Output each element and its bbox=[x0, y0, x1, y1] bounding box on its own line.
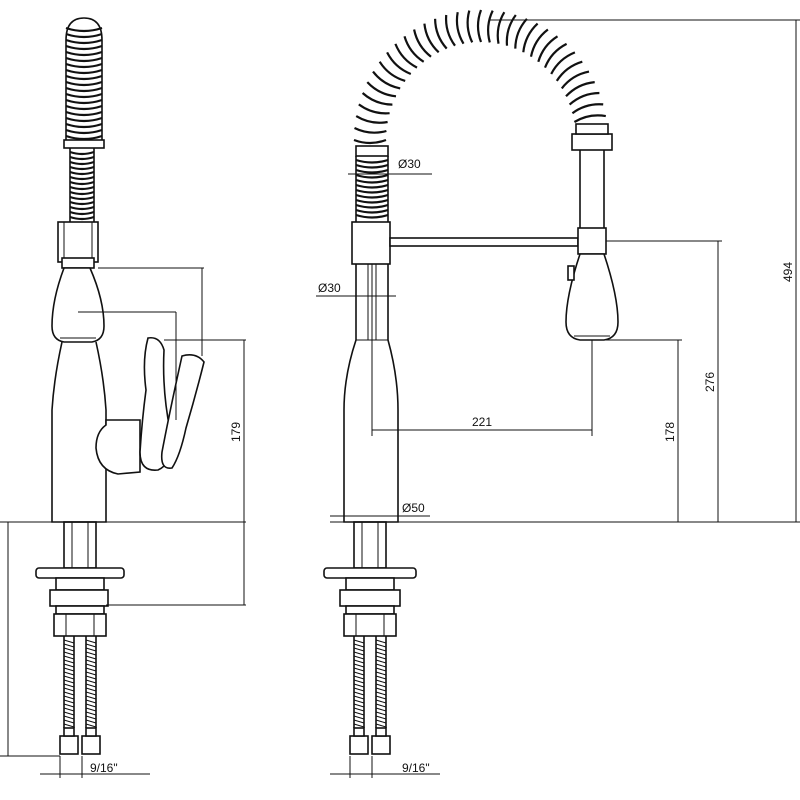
side-height-label: 179 bbox=[229, 422, 243, 442]
front-body bbox=[343, 264, 399, 523]
side-spray-head bbox=[51, 267, 105, 343]
front-nut bbox=[343, 613, 397, 637]
side-nut bbox=[53, 613, 107, 637]
side-lever-handle bbox=[95, 419, 141, 475]
side-spring-lower-coil bbox=[69, 148, 95, 222]
side-view: 179 9/16" bbox=[0, 17, 246, 778]
front-spray-holder bbox=[577, 227, 607, 255]
front-outlet-height-label: 178 bbox=[663, 422, 677, 442]
side-shank bbox=[63, 521, 97, 569]
front-reach-label: 221 bbox=[472, 415, 492, 429]
front-spring-lower-coil bbox=[355, 156, 389, 222]
side-connector-label: 9/16" bbox=[90, 761, 118, 775]
front-body-diameter-label: Ø30 bbox=[318, 281, 341, 295]
front-shank bbox=[353, 521, 387, 569]
side-body bbox=[51, 341, 107, 523]
front-spring-arch bbox=[353, 9, 609, 145]
front-spring-diameter-label: Ø30 bbox=[398, 157, 421, 171]
front-base-diameter-label: Ø50 bbox=[402, 501, 425, 515]
side-mounting-plate bbox=[35, 567, 125, 579]
front-supply-hoses bbox=[353, 636, 387, 728]
front-total-height-label: 494 bbox=[781, 262, 795, 282]
front-collar bbox=[351, 221, 391, 265]
front-view: 494 276 178 221 Ø30 Ø30 Ø50 9/16" bbox=[316, 9, 800, 778]
front-connector-label: 9/16" bbox=[402, 761, 430, 775]
front-mounting-plate bbox=[323, 567, 417, 579]
side-supply-hoses bbox=[63, 636, 97, 728]
side-spring-guide bbox=[63, 139, 105, 149]
side-spring-coil bbox=[65, 17, 103, 141]
front-swing-arm bbox=[389, 237, 579, 247]
front-spout-height-label: 276 bbox=[703, 372, 717, 392]
